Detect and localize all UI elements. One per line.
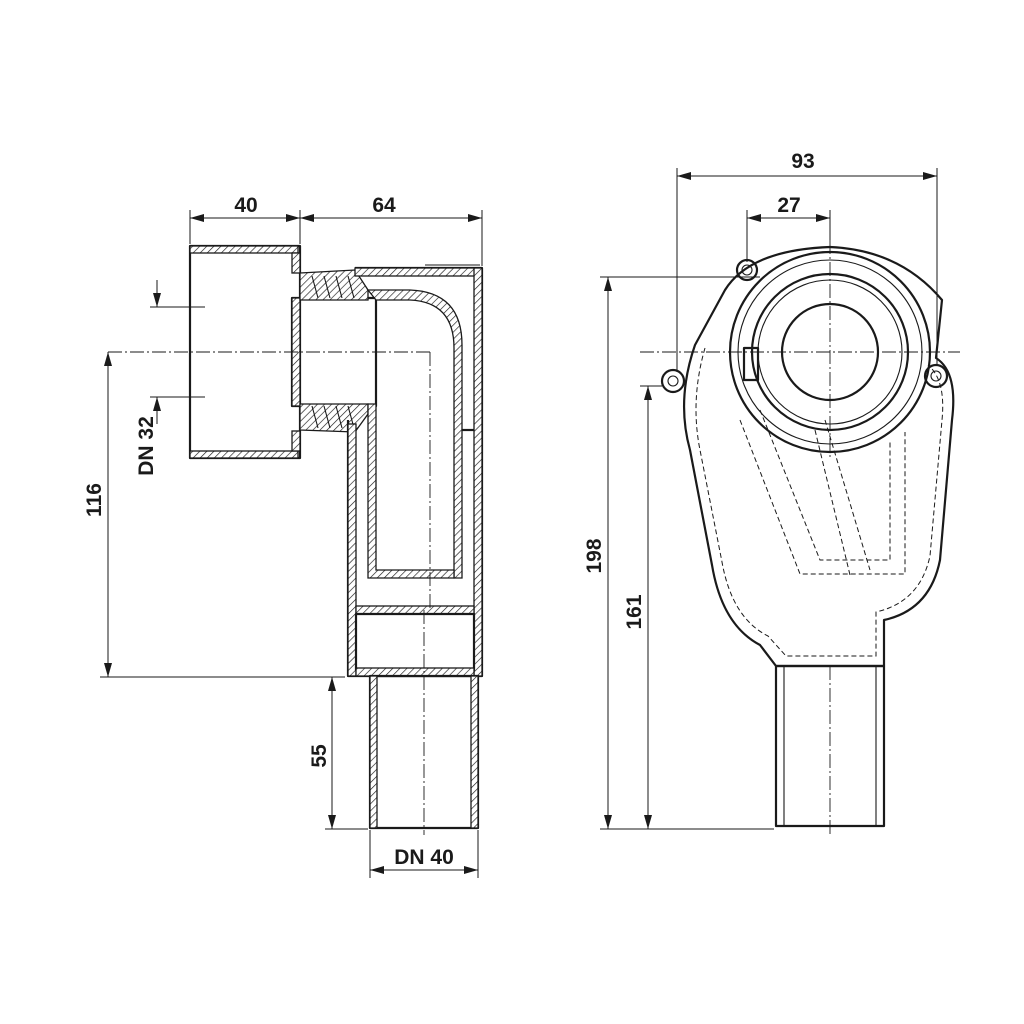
dim-label-64: 64: [372, 194, 396, 217]
dim-label-116: 116: [83, 483, 106, 517]
dimension-40: 40: [189, 194, 301, 244]
dimension-93: 93: [676, 150, 938, 372]
side-section-view: 40 64 DN 32 116: [83, 194, 484, 878]
mounting-lug-left: [660, 368, 686, 394]
dimension-198: 198: [583, 276, 774, 830]
siphon-body-front: [640, 240, 960, 835]
dimension-64: 64: [300, 194, 483, 266]
dimension-161: 161: [623, 385, 662, 829]
dimension-27: 27: [746, 194, 831, 262]
dimension-dn32: DN 32: [135, 280, 205, 476]
threaded-nut: [299, 269, 369, 433]
dim-label-27: 27: [777, 194, 800, 217]
dimension-55: 55: [308, 677, 368, 830]
front-view: 93 27 198 161: [583, 150, 960, 835]
siphon-body: [346, 264, 484, 678]
dim-label-55: 55: [308, 744, 331, 768]
mounting-lug-right: [923, 363, 949, 389]
dim-label-161: 161: [623, 594, 646, 629]
dim-label-40: 40: [234, 194, 257, 217]
dimension-dn40: DN 40: [369, 830, 479, 878]
dim-label-93: 93: [791, 150, 814, 173]
dim-label-198: 198: [583, 538, 606, 573]
dim-label-dn40: DN 40: [394, 846, 454, 869]
dimension-116: 116: [83, 352, 345, 678]
dim-label-dn32: DN 32: [135, 416, 158, 476]
